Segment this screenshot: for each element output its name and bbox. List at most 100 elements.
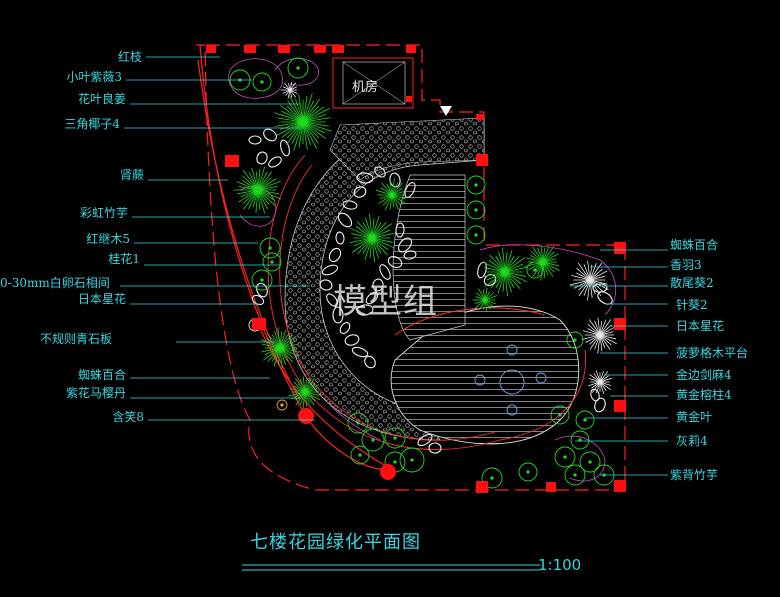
shrub-outline bbox=[518, 462, 538, 482]
leaf bbox=[542, 246, 555, 263]
leaf bbox=[599, 319, 612, 336]
label-r-zhi-zhu-bai-he: 蜘蛛百合 bbox=[670, 238, 719, 252]
leaf bbox=[304, 391, 320, 396]
boulder bbox=[594, 397, 606, 413]
leaf bbox=[486, 271, 506, 281]
boulder bbox=[319, 279, 333, 291]
deck-circles bbox=[474, 344, 547, 416]
shrub-outline bbox=[350, 445, 370, 465]
shrub bbox=[259, 237, 281, 259]
leaf bbox=[594, 334, 601, 350]
leaf bbox=[504, 271, 528, 283]
leaf bbox=[288, 95, 304, 123]
leaf bbox=[279, 347, 294, 359]
shrub-green bbox=[375, 178, 407, 211]
boulder bbox=[268, 156, 282, 168]
leaf bbox=[248, 189, 259, 210]
leaf bbox=[257, 168, 261, 191]
leaf bbox=[599, 334, 612, 346]
leaf bbox=[257, 171, 273, 191]
leaf bbox=[484, 299, 496, 309]
leaf bbox=[478, 288, 486, 301]
leaf bbox=[255, 189, 259, 213]
boulder bbox=[365, 291, 379, 305]
leaf bbox=[504, 271, 508, 297]
leaf bbox=[263, 347, 281, 361]
shrub-center bbox=[260, 80, 264, 84]
boulder bbox=[337, 212, 353, 228]
leaf bbox=[504, 271, 521, 290]
leaf bbox=[257, 180, 281, 191]
shrub-center bbox=[270, 260, 274, 264]
leaf bbox=[484, 292, 495, 301]
shrub bbox=[564, 464, 586, 486]
leaf bbox=[289, 89, 298, 94]
leaf bbox=[371, 237, 395, 249]
leaf bbox=[504, 271, 512, 293]
leaf bbox=[484, 295, 498, 301]
leaf bbox=[279, 347, 289, 362]
leaf bbox=[353, 237, 373, 247]
label-r-ri-ben-xing-hua: 日本星花 bbox=[676, 319, 725, 333]
shrub-center bbox=[573, 473, 577, 477]
shrub bbox=[276, 399, 288, 411]
leaf bbox=[391, 182, 399, 196]
leaf bbox=[371, 237, 393, 243]
drawing-title: 七楼花园绿化平面图 bbox=[250, 532, 421, 553]
shrub-center bbox=[474, 183, 478, 187]
shrub bbox=[466, 225, 486, 245]
leaf bbox=[599, 381, 607, 391]
leaf bbox=[257, 166, 266, 191]
leaf bbox=[302, 121, 329, 127]
label-r-jin-bian-jian-ma: 金边剑麻4 bbox=[676, 368, 732, 382]
boulder bbox=[344, 334, 360, 346]
leaf bbox=[356, 220, 373, 239]
leaf bbox=[255, 171, 259, 191]
shrub bbox=[566, 331, 584, 349]
north-marker-icon bbox=[440, 106, 452, 116]
leaf bbox=[271, 334, 281, 349]
leaf bbox=[302, 121, 325, 134]
leaf bbox=[599, 381, 612, 386]
leaf bbox=[504, 266, 528, 273]
column bbox=[476, 114, 484, 120]
column bbox=[614, 242, 626, 254]
boulder bbox=[364, 355, 376, 369]
cycad-plant bbox=[581, 317, 617, 354]
leaf bbox=[264, 347, 281, 356]
watermark: 模型组 bbox=[333, 282, 438, 322]
leaf bbox=[581, 334, 601, 340]
column bbox=[332, 45, 344, 53]
leaf bbox=[236, 189, 259, 195]
leaf bbox=[542, 246, 550, 263]
fern-plant bbox=[524, 244, 560, 281]
shrub-green bbox=[472, 287, 498, 313]
leaf bbox=[577, 262, 591, 281]
shrub-center bbox=[533, 268, 537, 272]
leaf bbox=[389, 180, 393, 196]
leaf bbox=[497, 271, 506, 294]
leaf bbox=[279, 334, 293, 349]
leaf bbox=[381, 182, 393, 196]
leaf bbox=[304, 384, 320, 393]
fern-plant bbox=[233, 166, 281, 214]
boulder bbox=[372, 278, 384, 292]
shrub bbox=[466, 200, 486, 220]
leaf bbox=[482, 289, 486, 301]
shrub-outline bbox=[466, 175, 486, 195]
leaf bbox=[482, 271, 506, 278]
shrub bbox=[526, 261, 544, 279]
leaf bbox=[589, 334, 601, 345]
shrub-center bbox=[393, 460, 397, 464]
shrub bbox=[384, 427, 406, 449]
leaf bbox=[279, 334, 289, 349]
leaf bbox=[482, 299, 486, 310]
leaf bbox=[599, 370, 604, 383]
leaf bbox=[530, 255, 544, 263]
leaf bbox=[371, 237, 375, 263]
column bbox=[614, 400, 626, 412]
leaf bbox=[599, 381, 605, 394]
boulder bbox=[403, 250, 417, 260]
leaf bbox=[238, 185, 259, 191]
leaf bbox=[597, 317, 601, 336]
